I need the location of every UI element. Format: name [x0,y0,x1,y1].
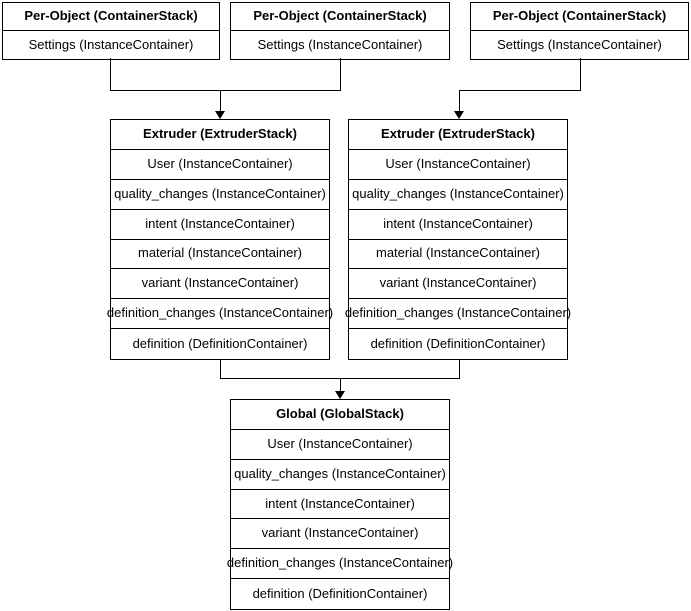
extruder-stack-1-row-material: material (InstanceContainer) [111,239,329,270]
connector-perobject12-join [110,90,341,91]
extruder-stack-2-row-intent: intent (InstanceContainer) [349,209,567,240]
per-object-stack-1-header: Per-Object (ContainerStack) [3,3,219,31]
extruder-stack-2-row-quality-changes: quality_changes (InstanceContainer) [349,179,567,210]
per-object-stack-3-header: Per-Object (ContainerStack) [471,3,688,31]
extruder-stack-2-row-variant: variant (InstanceContainer) [349,269,567,300]
extruder-stack-1-row-quality-changes: quality_changes (InstanceContainer) [111,179,329,210]
connector-perobject1-down [110,58,111,90]
per-object-stack-1[interactable]: Per-Object (ContainerStack) Settings (In… [2,2,220,60]
extruder-stack-1[interactable]: Extruder (ExtruderStack) User (InstanceC… [107,119,333,360]
global-stack-row-user: User (InstanceContainer) [231,429,449,460]
extruder-stack-1-row-definition-changes: definition_changes (InstanceContainer) [107,299,333,330]
arrowhead-global-in [335,391,345,399]
global-stack-row-definition-changes: definition_changes (InstanceContainer) [227,549,453,580]
extruder-stack-2-row-definition: definition (DefinitionContainer) [349,329,567,359]
global-stack-row-quality-changes: quality_changes (InstanceContainer) [231,459,449,490]
extruder-stack-2-row-definition-changes: definition_changes (InstanceContainer) [345,299,571,330]
global-stack-header: Global (GlobalStack) [231,400,449,430]
per-object-stack-3-row-settings: Settings (InstanceContainer) [471,31,688,59]
extruder-stack-1-row-intent: intent (InstanceContainer) [111,209,329,240]
extruder-stack-2-row-material: material (InstanceContainer) [349,239,567,270]
arrowhead-extruder1-in [215,111,225,119]
global-stack[interactable]: Global (GlobalStack) User (InstanceConta… [227,399,453,610]
per-object-stack-1-row-settings: Settings (InstanceContainer) [3,31,219,59]
extruder-stack-1-row-definition: definition (DefinitionContainer) [111,329,329,359]
connector-perobject2-down [340,58,341,90]
connector-global-in [340,378,341,394]
extruder-stack-1-header: Extruder (ExtruderStack) [111,120,329,150]
connector-extruder2-out [459,360,460,378]
connector-extruder2-in [459,90,460,114]
per-object-stack-2-row-settings: Settings (InstanceContainer) [231,31,449,59]
global-stack-row-intent: intent (InstanceContainer) [231,489,449,520]
per-object-stack-2-header: Per-Object (ContainerStack) [231,3,449,31]
connector-perobject3-join [459,90,581,91]
extruder-stack-2-row-user: User (InstanceContainer) [349,149,567,180]
connector-perobject3-down [580,58,581,90]
extruder-stack-2-header: Extruder (ExtruderStack) [349,120,567,150]
extruder-stack-1-row-variant: variant (InstanceContainer) [111,269,329,300]
global-stack-row-definition: definition (DefinitionContainer) [231,579,449,610]
global-stack-row-variant: variant (InstanceContainer) [231,519,449,550]
connector-extruder1-in [220,90,221,114]
per-object-stack-2[interactable]: Per-Object (ContainerStack) Settings (In… [230,2,450,60]
connector-extruder1-out [220,360,221,378]
per-object-stack-3[interactable]: Per-Object (ContainerStack) Settings (In… [470,2,689,60]
extruder-stack-1-row-user: User (InstanceContainer) [111,149,329,180]
extruder-stack-2[interactable]: Extruder (ExtruderStack) User (InstanceC… [345,119,571,360]
arrowhead-extruder2-in [454,111,464,119]
